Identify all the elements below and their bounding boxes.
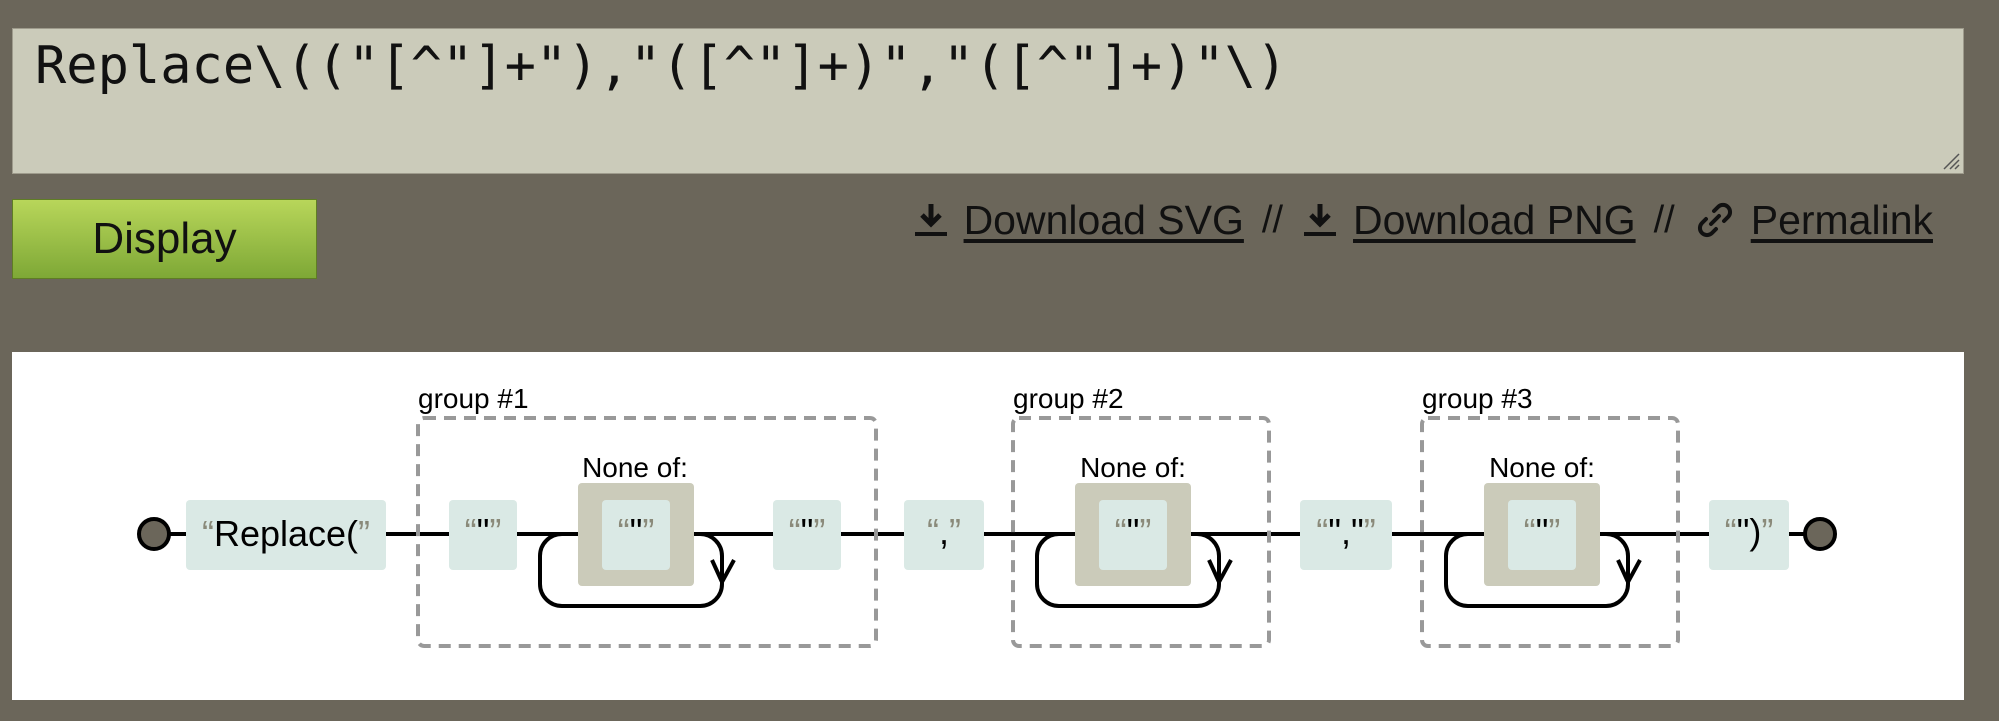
svg-text:“"”: “"” [465, 511, 502, 552]
permalink-link[interactable]: Permalink [1693, 197, 1933, 244]
literal-replace: “Replace(” [186, 500, 386, 570]
download-png-label: Download PNG [1353, 196, 1636, 243]
literal-quote [449, 500, 517, 570]
download-svg-link[interactable]: Download SVG [912, 197, 1244, 244]
svg-text:“Replace(”: “Replace(” [202, 513, 370, 554]
group-2: group #2 None of: “"” [1011, 383, 1271, 648]
group-3-label: group #3 [1422, 383, 1533, 414]
permalink-label: Permalink [1750, 196, 1933, 243]
literal-quote [773, 500, 841, 570]
group-1: group #1 “"” None of: “"” “"” [416, 383, 878, 648]
svg-text:“"”: “"” [618, 511, 655, 552]
none-of-label: None of: [582, 452, 688, 483]
download-icon [914, 204, 947, 236]
none-of-label: None of: [1489, 452, 1595, 483]
literal-quote-comma-quote: “","” [1300, 500, 1392, 570]
none-of-label: None of: [1080, 452, 1186, 483]
download-icon [1304, 204, 1337, 236]
literal-close: “")” [1709, 500, 1789, 570]
group-2-label: group #2 [1013, 383, 1124, 414]
loop-arrows [538, 532, 1642, 608]
regex-railroad-diagram: “Replace(” group #1 “"” None of: “"” “"”… [12, 352, 1964, 700]
display-button[interactable]: Display [12, 199, 317, 279]
group-1-label: group #1 [418, 383, 529, 414]
svg-text:“")”: “")” [1725, 511, 1774, 552]
svg-text:“"”: “"” [789, 511, 826, 552]
start-node [137, 517, 171, 551]
separator: // [1653, 198, 1675, 241]
svg-text:“"”: “"” [1524, 511, 1561, 552]
export-links: Download SVG // Download PNG // Permalin… [912, 190, 1933, 250]
download-svg-label: Download SVG [963, 196, 1244, 243]
end-node [1803, 517, 1837, 551]
link-icon [1697, 202, 1732, 238]
download-png-link[interactable]: Download PNG [1301, 197, 1636, 244]
svg-text:“,”: “,” [927, 511, 961, 552]
svg-text:“"”: “"” [1115, 511, 1152, 552]
group-3: group #3 None of: “"” [1420, 383, 1680, 648]
literal-comma: “,” [904, 500, 984, 570]
svg-text:“","”: “","” [1316, 511, 1376, 552]
resize-grip-icon[interactable] [1940, 150, 1960, 170]
separator: // [1261, 198, 1284, 241]
regex-input[interactable]: Replace\(("[^"]+"),"([^"]+)","([^"]+)"\) [12, 28, 1964, 174]
